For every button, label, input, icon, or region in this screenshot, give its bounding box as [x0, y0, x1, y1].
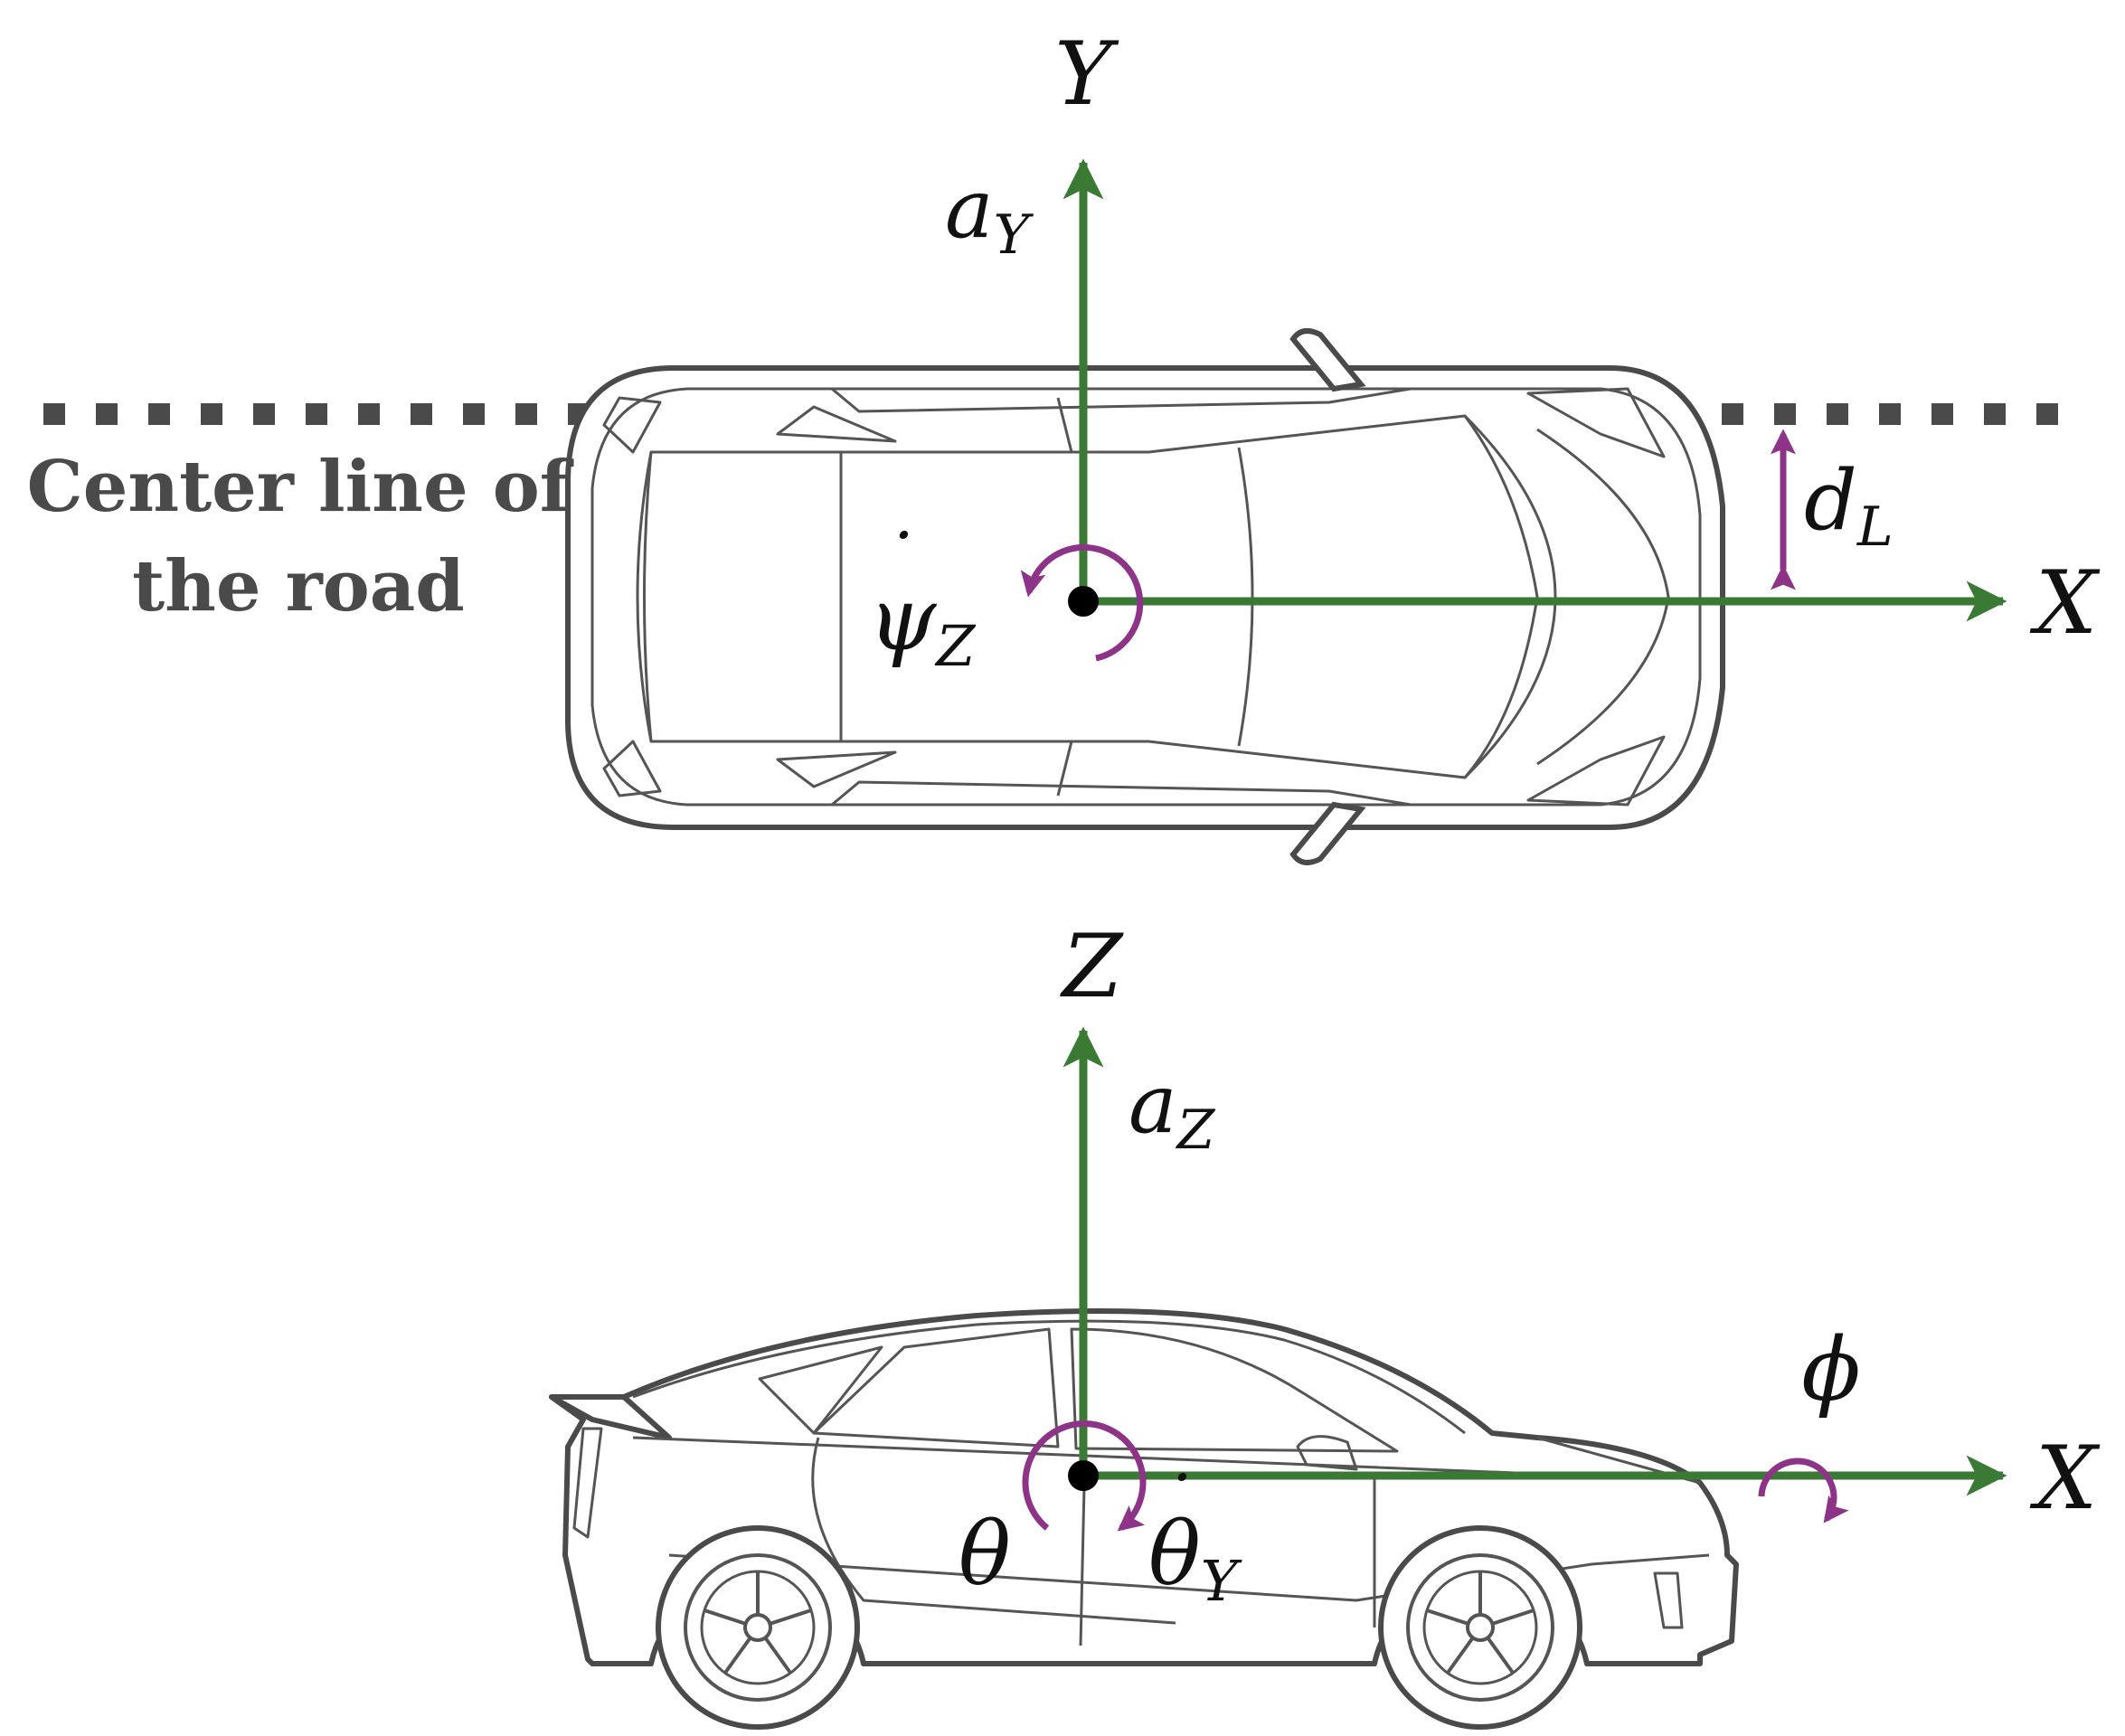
- road-label-line1: Center line of: [27, 446, 574, 528]
- side-z-axis-label: Z: [1060, 916, 1125, 1017]
- pitch-rate-base: θ: [1148, 1504, 1201, 1605]
- pitch-rate-label: θY: [1148, 1504, 1242, 1614]
- car-side-view: [549, 1308, 1739, 1730]
- pitch-label: θ: [959, 1504, 1011, 1605]
- yaw-rate-arrow: [1020, 543, 1144, 662]
- side-origin-dot: [1068, 1460, 1099, 1491]
- accel-z-base: a: [1129, 1057, 1177, 1152]
- yaw-rate-base: ψ: [868, 569, 938, 670]
- road-label-line2: the road: [132, 545, 465, 627]
- lateral-offset-sub: L: [1856, 495, 1894, 559]
- pitch-rate-sub: Y: [1201, 1548, 1242, 1614]
- accel-y-sub: Y: [994, 203, 1034, 267]
- top-y-axis-label: Y: [1054, 24, 1119, 125]
- roll-arrow: [1758, 1458, 1849, 1524]
- top-origin-dot: [1068, 586, 1099, 617]
- accel-z-sub: Z: [1176, 1099, 1216, 1162]
- rear-wheel: [656, 1525, 860, 1730]
- accel-y-label: aY: [945, 162, 1034, 267]
- accel-z-label: aZ: [1129, 1057, 1216, 1162]
- lateral-offset-label: dL: [1804, 452, 1894, 559]
- front-wheel: [1378, 1525, 1582, 1730]
- lateral-offset-base: d: [1804, 452, 1857, 549]
- car-top-view: [565, 328, 1725, 865]
- top-view: Center line of the road Y X aY ψZ ˙ dL: [27, 24, 2101, 865]
- yaw-rate-dot: ˙: [879, 519, 915, 603]
- roll-label: ϕ: [1801, 1319, 1860, 1420]
- side-view: Z X aZ θ θY ˙ ϕ: [549, 916, 2101, 1730]
- yaw-rate-sub: Z: [934, 613, 976, 679]
- side-x-axis-label: X: [2029, 1428, 2101, 1529]
- pitch-rate-arrow: [1022, 1420, 1147, 1532]
- yaw-rate-label: ψZ: [868, 569, 976, 679]
- top-x-axis-label: X: [2029, 552, 2101, 654]
- pitch-rate-dot: ˙: [1157, 1461, 1194, 1545]
- accel-y-base: a: [945, 162, 994, 257]
